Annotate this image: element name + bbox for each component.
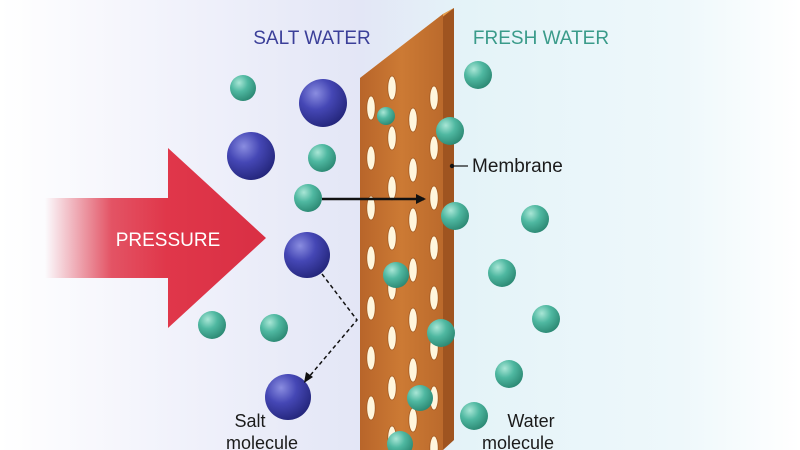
membrane-pore (387, 225, 397, 251)
membrane-pore (429, 135, 439, 161)
membrane-pore (408, 207, 418, 233)
rejection-arrowhead (304, 372, 313, 383)
water-molecule (294, 184, 322, 212)
water-molecule (441, 202, 469, 230)
pressure-arrow (45, 148, 266, 328)
water-molecule (532, 305, 560, 333)
water-molecule (427, 319, 455, 347)
salt-molecule-label-line1: Salt (234, 411, 265, 431)
fresh-side-molecules (377, 61, 560, 450)
membrane-pore (366, 95, 376, 121)
water-molecule (198, 311, 226, 339)
water-molecule (387, 431, 413, 450)
water-molecule (383, 262, 409, 288)
membrane (360, 8, 454, 450)
membrane-pores (366, 75, 439, 450)
membrane-pore (387, 175, 397, 201)
membrane-pore (429, 285, 439, 311)
water-molecule (407, 385, 433, 411)
water-molecule (230, 75, 256, 101)
membrane-pore (366, 395, 376, 421)
fresh-water-label: FRESH WATER (473, 28, 609, 49)
membrane-pore (429, 435, 439, 450)
membrane-pore (429, 185, 439, 211)
membrane-pore (408, 407, 418, 433)
salt-molecule (284, 232, 330, 278)
membrane-label: Membrane (472, 156, 563, 177)
salt-molecule (265, 374, 311, 420)
water-molecule-label-line2: molecule (482, 433, 554, 450)
membrane-pore (387, 375, 397, 401)
membrane-pore (387, 325, 397, 351)
salt-water-label: SALT WATER (253, 28, 371, 49)
salt-molecule (227, 132, 275, 180)
membrane-pore (429, 235, 439, 261)
membrane-pore (408, 107, 418, 133)
water-molecule (260, 314, 288, 342)
membrane-pore (366, 145, 376, 171)
salt-side-molecules (198, 75, 347, 420)
membrane-pore (429, 85, 439, 111)
membrane-pore (408, 307, 418, 333)
water-molecule (495, 360, 523, 388)
water-molecule (488, 259, 516, 287)
water-molecule (377, 107, 395, 125)
water-molecule (460, 402, 488, 430)
membrane-pore (408, 157, 418, 183)
water-molecule (464, 61, 492, 89)
rejection-path (307, 273, 358, 379)
membrane-pore (366, 195, 376, 221)
membrane-pore (366, 345, 376, 371)
membrane-pore (366, 295, 376, 321)
water-molecule (308, 144, 336, 172)
salt-molecule-label-line2: molecule (226, 433, 298, 450)
water-molecule (436, 117, 464, 145)
membrane-pore (408, 357, 418, 383)
water-molecule (521, 205, 549, 233)
salt-molecule (299, 79, 347, 127)
membrane-pore (408, 257, 418, 283)
membrane-pore (387, 75, 397, 101)
pressure-label: PRESSURE (116, 230, 221, 251)
membrane-callout-dot (449, 163, 455, 169)
membrane-pore (387, 125, 397, 151)
water-molecule-label-line1: Water (507, 411, 554, 431)
membrane-pore (366, 245, 376, 271)
